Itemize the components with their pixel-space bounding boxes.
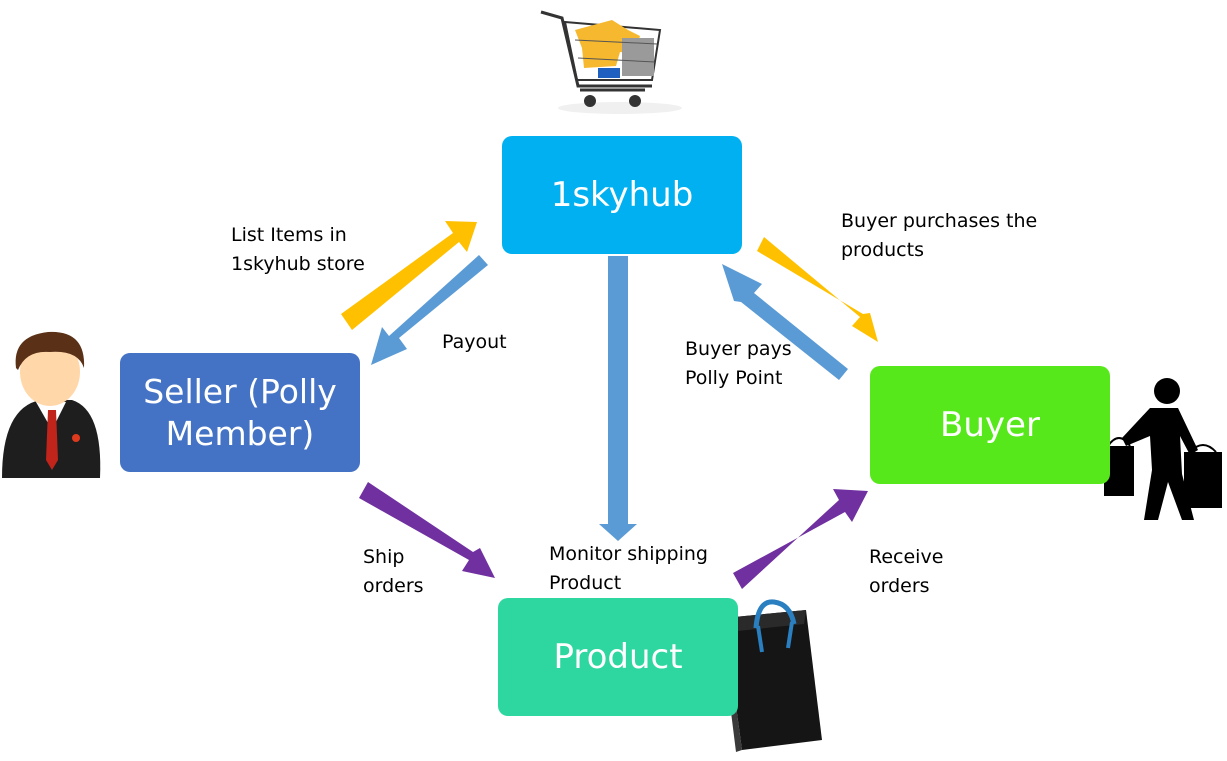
label-ship-orders: Ship orders xyxy=(363,543,424,601)
label-ship-orders-line1: Ship xyxy=(363,546,405,568)
label-buyer-purchases-line1: Buyer purchases the xyxy=(841,210,1038,232)
label-monitor-shipping-line1: Monitor shipping xyxy=(549,543,708,565)
label-list-items-line1: List Items in xyxy=(231,224,347,246)
label-payout: Payout xyxy=(442,328,507,357)
shopping-cart-icon xyxy=(540,10,682,114)
label-monitor-shipping: Monitor shipping Product xyxy=(549,540,708,598)
label-ship-orders-line2: orders xyxy=(363,575,424,597)
label-list-items-line2: 1skyhub store xyxy=(231,253,365,275)
node-buyer-label: Buyer xyxy=(940,404,1040,445)
node-1skyhub-label: 1skyhub xyxy=(550,174,694,215)
label-buyer-purchases-line2: products xyxy=(841,239,924,261)
node-seller-label-line1: Seller (Polly xyxy=(143,372,337,412)
node-product: Product xyxy=(498,598,738,716)
node-buyer: Buyer xyxy=(870,366,1110,484)
label-buyer-pays: Buyer pays Polly Point xyxy=(685,335,792,393)
arrow-payout xyxy=(371,255,488,365)
node-product-label: Product xyxy=(553,636,683,677)
arrow-buyer-pays xyxy=(722,264,848,380)
arrow-ship-orders xyxy=(359,482,495,578)
arrow-monitor-shipping xyxy=(599,256,637,541)
businessman-avatar-icon xyxy=(2,331,101,478)
label-buyer-pays-line1: Buyer pays xyxy=(685,338,792,360)
label-receive-orders: Receive orders xyxy=(869,543,943,601)
arrow-receive-orders xyxy=(733,489,868,589)
label-payout-line1: Payout xyxy=(442,331,507,353)
label-monitor-shipping-line2: Product xyxy=(549,572,622,594)
arrow-buyer-purchases xyxy=(757,237,878,342)
label-buyer-purchases: Buyer purchases the products xyxy=(841,207,1037,265)
node-seller: Seller (Polly Member) xyxy=(120,353,360,472)
label-receive-orders-line2: orders xyxy=(869,575,930,597)
label-list-items: List Items in 1skyhub store xyxy=(231,221,365,279)
node-1skyhub: 1skyhub xyxy=(502,136,742,254)
arrow-list-items xyxy=(341,221,477,330)
label-buyer-pays-line2: Polly Point xyxy=(685,367,783,389)
node-seller-label-line2: Member) xyxy=(165,413,315,453)
label-receive-orders-line1: Receive xyxy=(869,546,944,568)
